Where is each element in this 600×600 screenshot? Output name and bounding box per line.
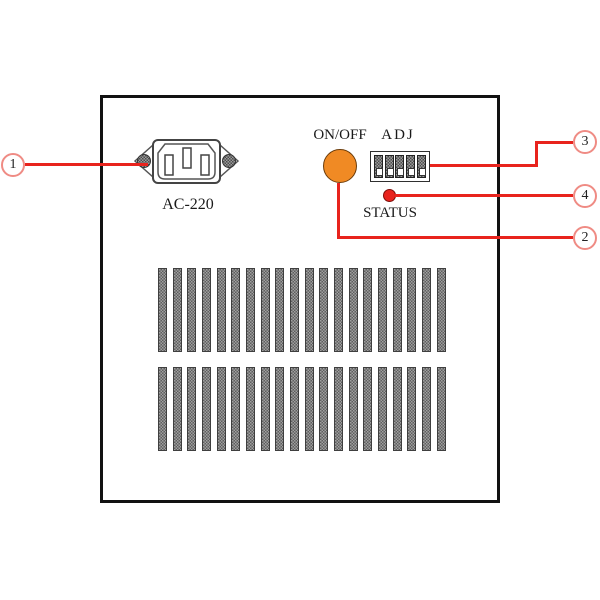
power-button-label: ON/OFF	[313, 127, 367, 143]
vent-slot	[378, 367, 388, 451]
vent-slot	[422, 367, 432, 451]
vent-slot	[290, 367, 300, 451]
power-button	[323, 149, 357, 183]
vent-slot	[231, 367, 241, 451]
vent-slot	[216, 367, 226, 451]
vent-slot	[407, 367, 417, 451]
vent-slot	[275, 367, 285, 451]
vent-slot	[304, 268, 314, 352]
vent-slot	[202, 268, 212, 352]
vent-slot	[202, 367, 212, 451]
callout-3: 3	[573, 130, 597, 154]
vent-slot	[436, 268, 446, 352]
vent-slot	[436, 367, 446, 451]
inlet-pin-right	[200, 154, 210, 176]
vent-slot	[392, 367, 402, 451]
vent-slot	[216, 268, 226, 352]
dip-switch-lever	[395, 155, 405, 178]
vent-slot	[275, 268, 285, 352]
inlet-pin-center	[182, 147, 192, 169]
callout-4: 4	[573, 184, 597, 208]
dip-switch-block	[370, 151, 430, 182]
vent-slot	[348, 268, 358, 352]
dip-switch-actuator	[419, 168, 427, 176]
vent-slot	[158, 367, 167, 451]
leader-line-4	[395, 194, 573, 197]
vent-slot	[363, 268, 373, 352]
dip-switch-lever	[417, 155, 427, 178]
power-inlet-label: AC-220	[162, 196, 214, 213]
vent-slot	[260, 268, 270, 352]
vent-slot	[304, 367, 314, 451]
leader-line-2-horizontal	[337, 236, 573, 239]
vent-slot	[158, 268, 167, 352]
vent-slot	[172, 268, 182, 352]
vent-slot	[422, 268, 432, 352]
leader-line-2-vertical	[337, 183, 340, 239]
vent-slot	[348, 367, 358, 451]
inlet-screw-right	[222, 154, 236, 168]
leader-line-3-horizontal-inner	[430, 164, 538, 167]
ac-power-inlet	[133, 139, 240, 184]
leader-line-3-horizontal-outer	[538, 141, 573, 144]
dip-switch-actuator	[386, 168, 394, 176]
callout-2: 2	[573, 226, 597, 250]
dip-switch-actuator	[397, 168, 405, 176]
vent-slot	[260, 367, 270, 451]
vent-slot	[319, 367, 329, 451]
callout-1: 1	[1, 153, 25, 177]
vent-slot	[187, 367, 197, 451]
inlet-pin-left	[164, 154, 174, 176]
vent-slot	[363, 367, 373, 451]
vent-slot	[187, 268, 197, 352]
dip-switch-lever	[373, 155, 383, 178]
vent-slot	[334, 367, 344, 451]
vent-slot	[334, 268, 344, 352]
dip-switch-actuator	[375, 168, 383, 176]
dip-switch-lever	[384, 155, 394, 178]
vent-row-top	[158, 268, 446, 352]
vent-slot	[172, 367, 182, 451]
dip-switch-label: ADJ	[381, 127, 415, 143]
vent-slot	[378, 268, 388, 352]
vent-row-bottom	[158, 367, 446, 451]
status-led-label: STATUS	[363, 205, 417, 221]
leader-line-1	[25, 163, 148, 166]
vent-slot	[290, 268, 300, 352]
dip-switch-lever	[406, 155, 416, 178]
vent-slot	[319, 268, 329, 352]
leader-line-3-vertical	[535, 141, 538, 167]
vent-slot	[231, 268, 241, 352]
vent-slot	[246, 268, 256, 352]
vent-slot	[407, 268, 417, 352]
dip-switch-actuator	[408, 168, 416, 176]
vent-slot	[246, 367, 256, 451]
vent-slot	[392, 268, 402, 352]
